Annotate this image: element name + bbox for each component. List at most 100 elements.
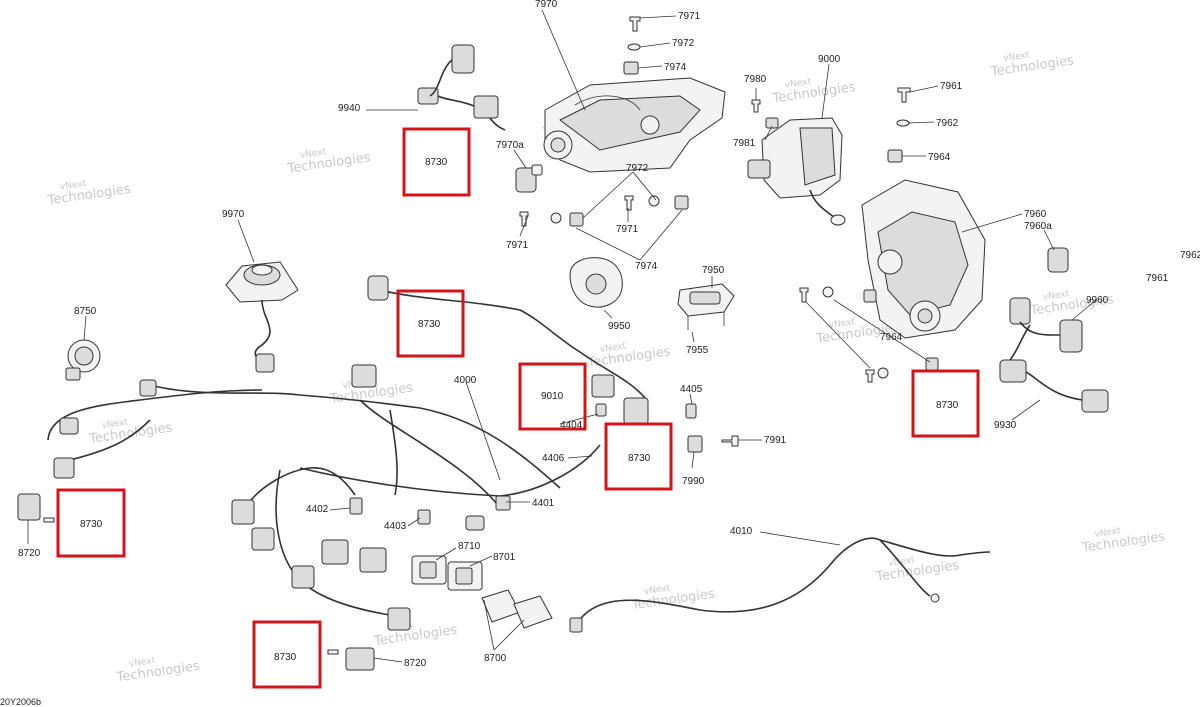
watermark: vNext Technologies bbox=[372, 620, 458, 650]
part-label-9970: 9970 bbox=[222, 209, 245, 220]
part-label-7971: 7971 bbox=[506, 240, 529, 251]
svg-text:Technologies: Technologies bbox=[874, 558, 960, 585]
part-label-4406: 4406 bbox=[542, 453, 565, 464]
part-label-7991: 7991 bbox=[764, 435, 787, 446]
gauge-9000-drawing bbox=[747, 99, 846, 226]
svg-text:vNext: vNext bbox=[101, 417, 129, 431]
watermark: vNext Technologies bbox=[87, 417, 173, 447]
watermark: vNext Technologies bbox=[115, 656, 201, 686]
highlight-label: 8730 bbox=[936, 400, 959, 411]
watermark: vNext Technologies bbox=[1080, 526, 1166, 556]
highlight-8730-d[interactable]: 8730 bbox=[911, 369, 980, 438]
highlight-9010[interactable]: 9010 bbox=[518, 362, 587, 431]
svg-text:vNext: vNext bbox=[1003, 50, 1031, 64]
highlight-label: 8730 bbox=[80, 519, 103, 530]
watermark: vNext Technologies bbox=[586, 341, 672, 371]
watermark: vNext Technologies bbox=[874, 555, 960, 585]
svg-text:vNext: vNext bbox=[1094, 526, 1122, 540]
highlight-label: 8730 bbox=[274, 652, 297, 663]
svg-text:vNext: vNext bbox=[1042, 289, 1070, 303]
highlight-8730-c[interactable]: 8730 bbox=[604, 422, 673, 491]
part-label-4000: 4000 bbox=[454, 375, 477, 386]
connector-8720-drawing bbox=[17, 493, 375, 671]
svg-text:Technologies: Technologies bbox=[1080, 529, 1166, 556]
part-label-9950: 9950 bbox=[608, 321, 631, 332]
svg-text:Technologies: Technologies bbox=[115, 659, 201, 686]
svg-text:Technologies: Technologies bbox=[586, 344, 672, 371]
part-labels: 7970 7971 7972 7974 9940 7970a 7972 7971… bbox=[18, 0, 1200, 669]
harness-9960-drawing bbox=[999, 297, 1109, 413]
svg-text:Technologies: Technologies bbox=[630, 586, 716, 613]
highlight-boxes: 8730 8730 9010 8730 8730 8730 8730 bbox=[56, 127, 980, 689]
svg-text:vNext: vNext bbox=[888, 555, 916, 569]
headlight-left-drawing bbox=[543, 77, 726, 173]
part-label-7950: 7950 bbox=[702, 265, 725, 276]
part-label-8720: 8720 bbox=[18, 548, 41, 559]
svg-text:Technologies: Technologies bbox=[286, 150, 372, 177]
part-label-8701: 8701 bbox=[493, 552, 516, 563]
part-label-7974: 7974 bbox=[664, 62, 687, 73]
part-label-9000: 9000 bbox=[818, 54, 841, 65]
highlight-8730-f[interactable]: 8730 bbox=[252, 620, 322, 689]
document-reference: 20Y2006b bbox=[0, 697, 42, 707]
part-label-7972: 7972 bbox=[672, 38, 695, 49]
harness-9940-drawing bbox=[417, 44, 506, 131]
part-label-7970a: 7970a bbox=[496, 140, 524, 151]
part-label-8720: 8720 bbox=[404, 658, 427, 669]
highlight-8730-a[interactable]: 8730 bbox=[402, 127, 471, 197]
part-label-7981: 7981 bbox=[733, 138, 756, 149]
svg-text:Technologies: Technologies bbox=[87, 420, 173, 447]
part-label-4405: 4405 bbox=[680, 384, 703, 395]
part-label-7962: 7962 bbox=[936, 118, 959, 129]
part-label-7960: 7960 bbox=[1024, 209, 1047, 220]
svg-text:Technologies: Technologies bbox=[989, 53, 1075, 80]
part-label-7980: 7980 bbox=[744, 74, 767, 85]
part-label-9930: 9930 bbox=[994, 420, 1017, 431]
light-7950-drawing bbox=[677, 283, 735, 330]
svg-text:Technologies: Technologies bbox=[771, 80, 857, 107]
part-label-7990: 7990 bbox=[682, 476, 705, 487]
part-label-7961: 7961 bbox=[1146, 273, 1169, 284]
switches-drawing bbox=[411, 555, 553, 629]
fastener-group-top bbox=[519, 16, 689, 227]
svg-text:Technologies: Technologies bbox=[46, 182, 132, 209]
part-label-7961: 7961 bbox=[940, 81, 963, 92]
svg-text:Technologies: Technologies bbox=[372, 623, 458, 650]
component-9950-drawing bbox=[569, 257, 623, 308]
highlight-label: 8730 bbox=[425, 157, 448, 168]
highlight-8730-e[interactable]: 8730 bbox=[56, 488, 126, 558]
part-label-4010: 4010 bbox=[730, 526, 753, 537]
highlight-label: 9010 bbox=[541, 391, 564, 402]
svg-text:vNext: vNext bbox=[59, 179, 87, 193]
part-label-8700: 8700 bbox=[484, 653, 507, 664]
part-label-7960a: 7960a bbox=[1024, 221, 1052, 232]
svg-text:vNext: vNext bbox=[828, 317, 856, 331]
highlight-8730-b[interactable]: 8730 bbox=[396, 289, 465, 358]
part-label-7962: 7962 bbox=[1180, 250, 1200, 261]
part-label-4403: 4403 bbox=[384, 521, 407, 532]
socket-7970a-drawing bbox=[515, 164, 543, 193]
watermark: vNext Technologies bbox=[771, 77, 857, 107]
cable-4010-drawing bbox=[569, 537, 991, 633]
part-label-9960: 9960 bbox=[1086, 295, 1109, 306]
watermark: vNext Technologies bbox=[286, 147, 372, 177]
harness-connectors bbox=[53, 275, 739, 631]
part-label-7970: 7970 bbox=[535, 0, 558, 10]
highlight-label: 8730 bbox=[418, 319, 441, 330]
part-label-8750: 8750 bbox=[74, 306, 97, 317]
leader-lines bbox=[27, 9, 1097, 663]
part-label-7974: 7974 bbox=[635, 261, 658, 272]
svg-text:vNext: vNext bbox=[129, 656, 157, 670]
watermark: vNext Technologies bbox=[46, 179, 132, 209]
highlight-label: 8730 bbox=[628, 453, 651, 464]
svg-text:vNext: vNext bbox=[599, 341, 627, 355]
part-label-4404: 4404 bbox=[560, 420, 583, 431]
part-label-4401: 4401 bbox=[532, 498, 555, 509]
watermark: vNext Technologies bbox=[630, 584, 716, 614]
part-label-4402: 4402 bbox=[306, 504, 329, 515]
part-label-7955: 7955 bbox=[686, 345, 709, 356]
headlight-right-drawing bbox=[861, 179, 986, 339]
svg-text:vNext: vNext bbox=[784, 77, 812, 91]
part-label-8710: 8710 bbox=[458, 541, 481, 552]
